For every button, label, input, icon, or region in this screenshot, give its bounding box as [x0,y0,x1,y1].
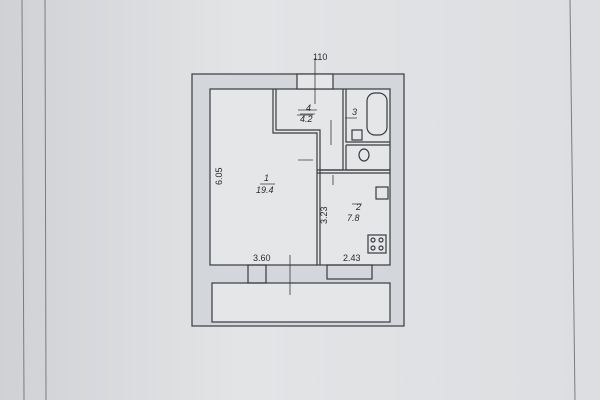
page-border-lines [21,0,576,400]
room2-number: 2 [355,202,361,212]
room3-number: 3 [352,107,357,117]
balcony [211,282,391,323]
kitchen-sink-icon [375,186,389,200]
room1-width: 3.60 [253,253,271,263]
burner-icon [378,237,384,243]
window-kitchen [326,264,373,280]
room1-number: 1 [264,173,269,183]
wall-kitchen-top [317,169,390,174]
room4-number: 4 [306,103,311,113]
burner-icon [370,245,376,251]
burner-icon [370,237,376,243]
burner-icon [378,245,384,251]
room1-height: 6.05 [214,167,224,185]
fraction-lines [260,113,362,205]
section-marks [289,58,334,295]
bathtub-icon [366,92,388,136]
window-room1 [247,264,267,284]
sink-icon [351,129,363,141]
kitchen-width: 2.43 [343,253,361,263]
toilet-icon [358,148,370,162]
room1-area: 19.4 [256,185,274,195]
top-dimension: 110 [313,52,327,62]
stove-icon [367,234,387,254]
room2-area: 7.8 [347,213,360,223]
kitchen-height: 3.23 [319,206,329,224]
wall-room1-corridor [272,89,318,265]
wall-room1-corridor-inner [275,89,321,265]
room4-area: 4.2 [300,114,313,124]
